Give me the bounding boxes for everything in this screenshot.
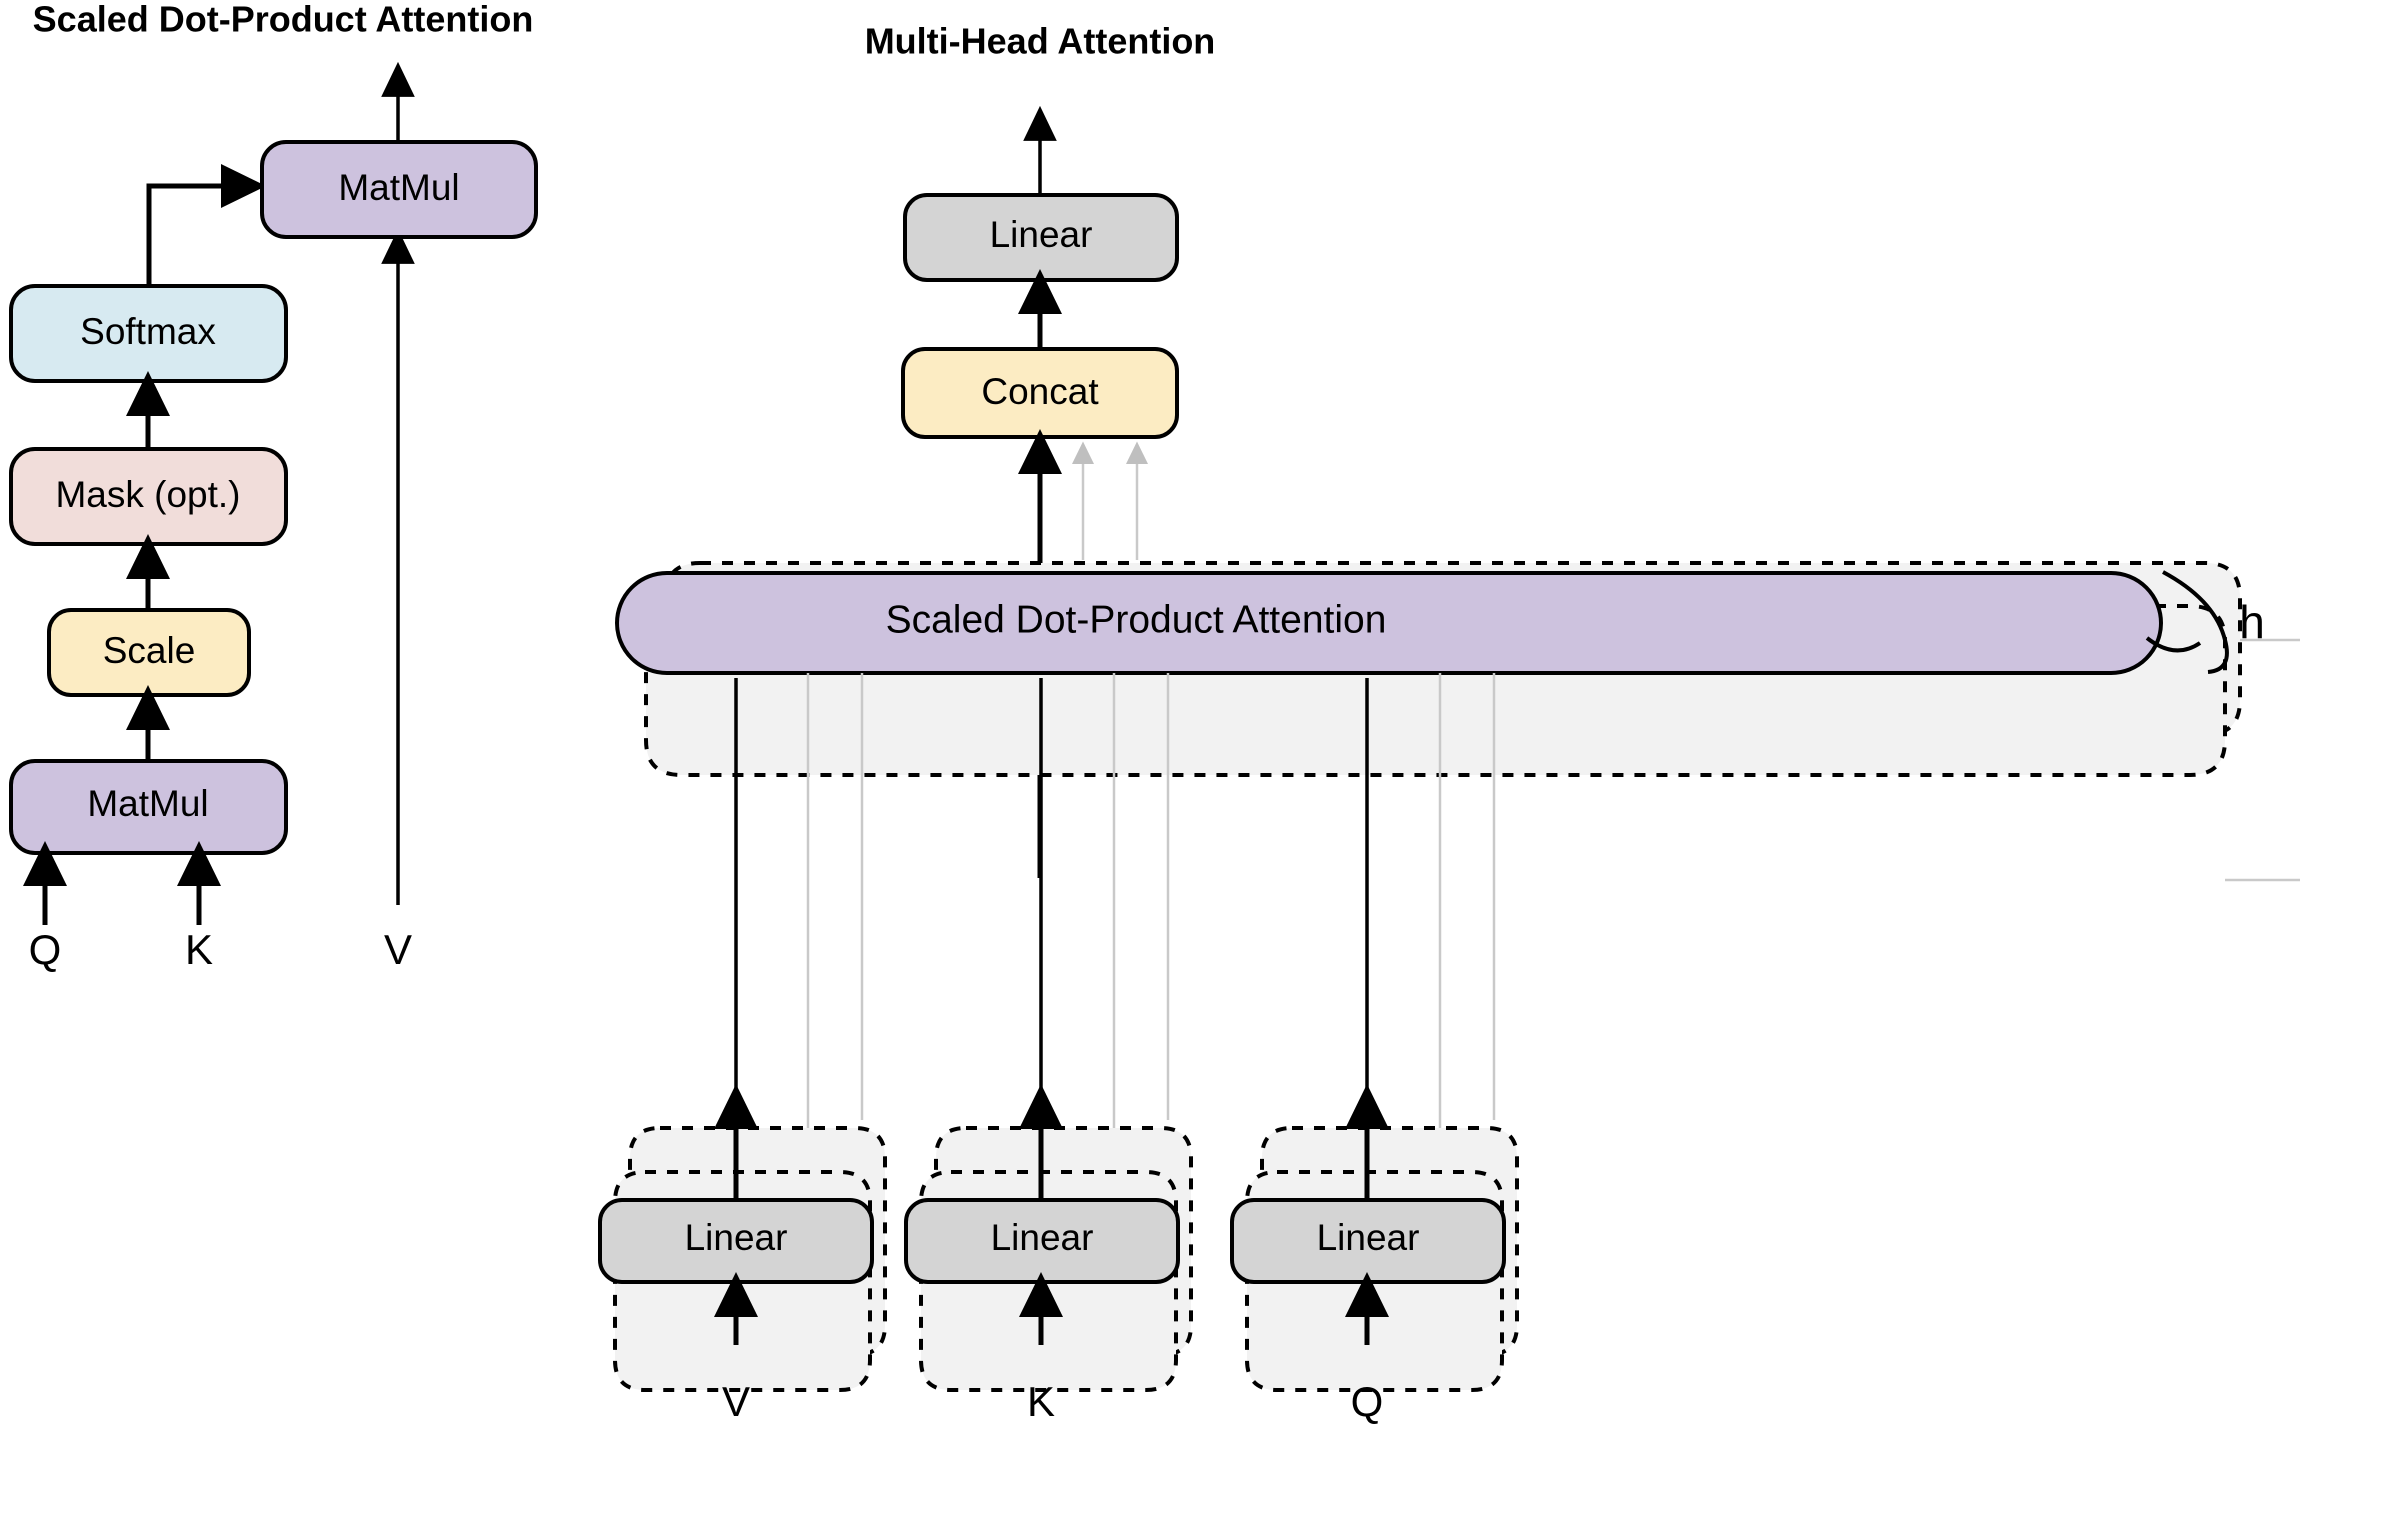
node-matmul-bottom-shape [9, 759, 288, 855]
node-linear-output-label: Linear [990, 214, 1093, 255]
node-softmax-label: Softmax [80, 311, 216, 352]
node-linear-v-label: Linear [685, 1217, 788, 1258]
node-concat-label: Concat [981, 371, 1099, 412]
sdpa-bar-depth-edge [2162, 570, 2229, 674]
panel-multi-head-attention: Multi-Head Attention Linear Concat [598, 21, 2300, 1425]
node-sdpa-bar-label: Scaled Dot-Product Attention [886, 598, 1387, 641]
input-label-q-mha: Q [1351, 1378, 1384, 1425]
node-linear-q-label: Linear [1317, 1217, 1420, 1258]
node-matmul-top[interactable]: MatMul [260, 140, 538, 239]
node-linear-k-label: Linear [991, 1217, 1094, 1258]
node-linear-q[interactable]: Linear [1230, 1198, 1506, 1284]
node-scale-label: Scale [103, 630, 196, 671]
node-matmul-top-shape [260, 140, 538, 239]
input-label-v-mha: V [722, 1378, 750, 1425]
node-concat[interactable]: Concat [901, 347, 1179, 439]
node-matmul-top-label: MatMul [338, 167, 459, 208]
node-softmax[interactable]: Softmax [9, 284, 288, 383]
node-linear-v[interactable]: Linear [598, 1198, 874, 1284]
head-count-label: h [2239, 596, 2265, 648]
node-sdpa-bar-shape [615, 571, 2163, 675]
edge-softmax-to-matmul-top [146, 164, 267, 288]
branch-q: Linear Q [1230, 678, 1519, 1425]
input-label-v: V [384, 926, 412, 973]
panel-scaled-dot-product-attention: Scaled Dot-Product Attention MatMul Soft… [9, 0, 538, 973]
input-label-k-mha: K [1027, 1378, 1055, 1425]
branch-v: Linear V [598, 678, 887, 1425]
node-sdpa-bar[interactable]: Scaled Dot-Product Attention [615, 571, 2163, 675]
input-label-q: Q [29, 926, 62, 973]
node-linear-output[interactable]: Linear [903, 193, 1179, 282]
panel-title-mha: Multi-Head Attention [865, 21, 1216, 62]
input-label-k: K [185, 926, 213, 973]
node-matmul-bottom-label: MatMul [87, 783, 208, 824]
sdpa-bar-curl [2145, 636, 2202, 653]
node-mask[interactable]: Mask (opt.) [9, 447, 288, 546]
node-scale[interactable]: Scale [47, 608, 251, 697]
panel-title-sdpa: Scaled Dot-Product Attention [33, 0, 534, 40]
branch-k: Linear K [904, 678, 1193, 1425]
node-matmul-bottom[interactable]: MatMul [9, 759, 288, 855]
node-mask-label: Mask (opt.) [55, 474, 240, 515]
node-linear-k[interactable]: Linear [904, 1198, 1180, 1284]
